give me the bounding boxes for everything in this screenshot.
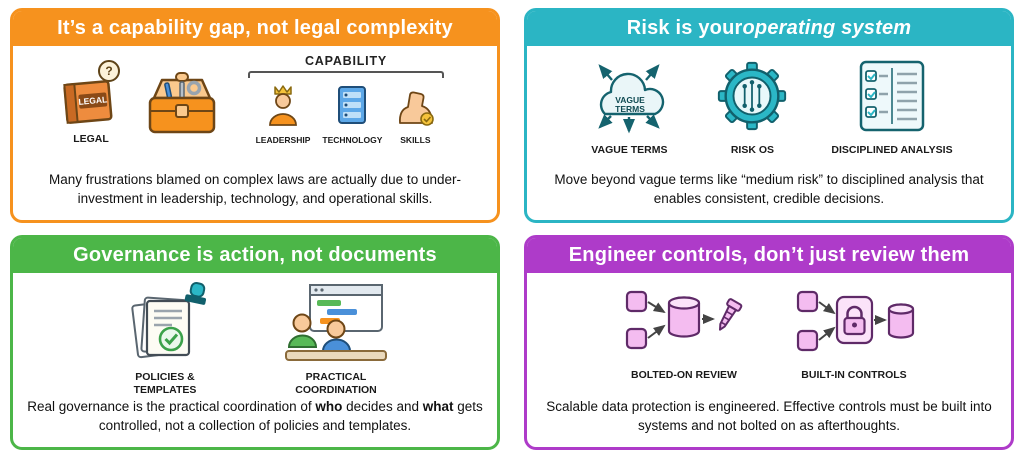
cloud-text-line2: TERMS [616,104,646,114]
card-governance-title: Governance is action, not documents [73,244,437,266]
skills-group: SKILLS [394,83,436,145]
card-governance-header: Governance is action, not documents [13,238,497,273]
controls-icon-row: BOLTED-ON REVIEW [621,281,917,382]
disciplined-analysis-checklist-icon [855,56,929,141]
built-in-label: BUILT-IN CONTROLS [801,369,907,381]
risk-os-label: RISK OS [730,144,774,156]
technology-icon [331,83,373,132]
bolted-on-label: BOLTED-ON REVIEW [631,369,737,381]
question-mark-bubble-text: ? [105,64,112,78]
technology-group: TECHNOLOGY [322,83,382,145]
policies-group: POLICIES & TEMPLATES [119,281,211,396]
coordination-group: PRACTICAL COORDINATION [281,281,391,396]
card-engineer-controls: Engineer controls, don’t just review the… [524,235,1014,450]
card-capability-gap: It’s a capability gap, not legal complex… [10,8,500,223]
policies-stamp-icon [119,281,211,368]
card-risk-os-title-prefix: Risk is your [626,17,743,39]
card-risk-os-title-emphasis: operating system [742,17,912,39]
card-capability-gap-title: It’s a capability gap, not legal complex… [57,17,453,39]
legal-group: ? LEGAL LEGAL [60,59,122,146]
leadership-label: LEADERSHIP [255,135,311,145]
capability-block: CAPABILITY LEADERSHIP [242,54,450,145]
vague-terms-label: VAGUE TERMS [591,144,668,156]
risk-os-gear-icon [713,56,791,141]
legal-label: LEGAL [73,132,109,145]
toolbox-icon [136,70,228,145]
skills-icon [394,83,436,132]
capability-icon-row: ? LEGAL LEGAL [60,54,450,145]
built-in-controls-icon [791,281,917,366]
cloud-text-line1: VAGUE [616,95,646,105]
bolted-on-group: BOLTED-ON REVIEW [621,281,747,382]
built-in-group: BUILT-IN CONTROLS [791,281,917,382]
legal-book-cover-text: LEGAL [78,94,108,106]
capability-gap-description: Many frustrations blamed on complex laws… [49,172,461,207]
risk-icon-row: VAGUE TERMS VAGUE TERMS [585,54,953,157]
vague-terms-group: VAGUE TERMS VAGUE TERMS [585,54,673,157]
policies-label: POLICIES & TEMPLATES [133,371,197,396]
coordination-label: PRACTICAL COORDINATION [295,371,377,396]
technology-label: TECHNOLOGY [322,135,383,145]
card-engineer-controls-title: Engineer controls, don’t just review the… [568,244,970,266]
card-capability-gap-header: It’s a capability gap, not legal complex… [13,11,497,46]
practical-coordination-icon [284,281,388,368]
leadership-icon [262,83,304,132]
capability-bracket [248,71,444,78]
legal-book-icon: ? LEGAL [60,59,122,130]
capability-heading: CAPABILITY [304,54,388,68]
risk-os-group: RISK OS [713,56,791,157]
disciplined-analysis-group: DISCIPLINED ANALYSIS [831,56,953,157]
disciplined-analysis-label: DISCIPLINED ANALYSIS [831,144,953,156]
card-risk-os: Risk is your operating system [524,8,1014,223]
vague-terms-cloud-icon: VAGUE TERMS [585,54,673,141]
card-engineer-controls-header: Engineer controls, don’t just review the… [527,238,1011,273]
skills-label: SKILLS [400,135,431,145]
governance-icon-row: POLICIES & TEMPLATES [119,281,391,396]
card-governance: Governance is action, not documents [10,235,500,450]
governance-description: Real governance is the practical coordin… [27,399,483,434]
risk-os-description: Move beyond vague terms like “medium ris… [554,172,984,207]
engineer-controls-description: Scalable data protection is engineered. … [546,399,992,434]
leadership-group: LEADERSHIP [255,83,311,145]
bolted-on-review-icon [621,281,747,366]
card-risk-os-header: Risk is your operating system [527,11,1011,46]
